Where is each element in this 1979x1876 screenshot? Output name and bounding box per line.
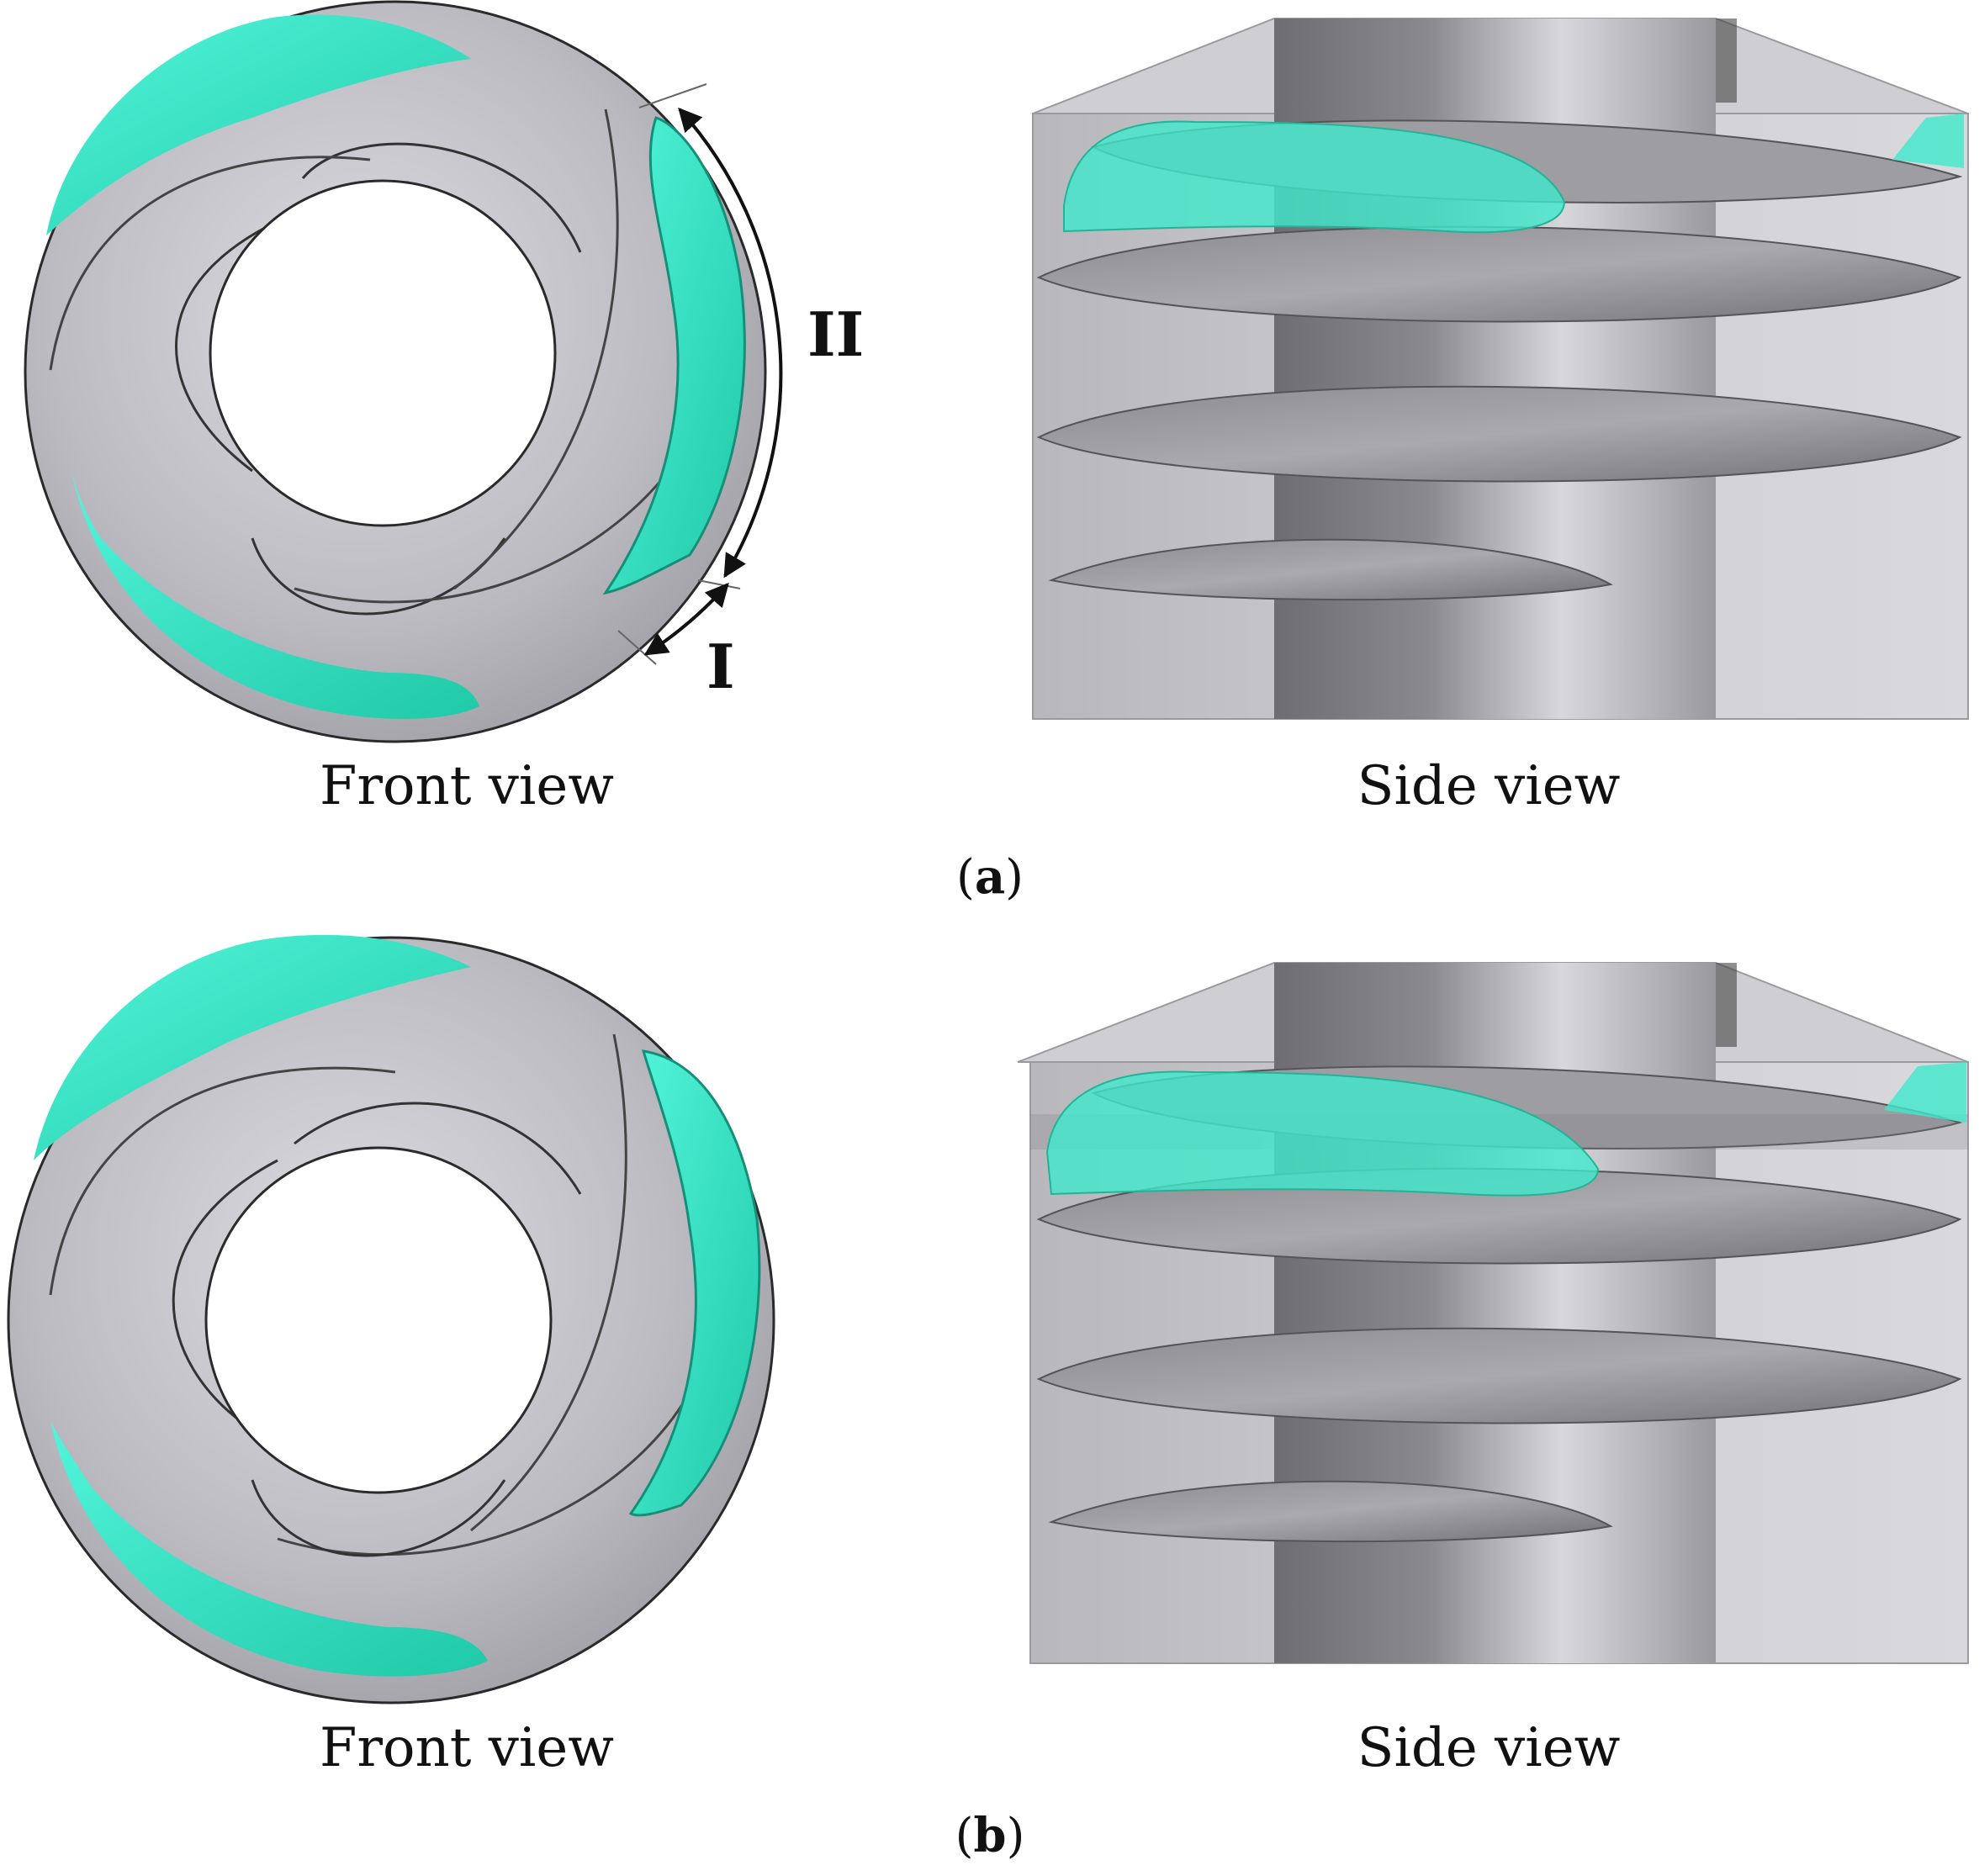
panel-b-caption-close: )	[1006, 1809, 1025, 1863]
panel-a-side-view-label: Side view	[1357, 755, 1621, 817]
panel-b-caption: (b)	[955, 1808, 1025, 1863]
helical-blade	[1036, 1327, 1962, 1424]
blade-edge	[172, 1159, 278, 1431]
blade-slot	[1716, 963, 1737, 1047]
hub-hole	[204, 1146, 553, 1494]
extension-line	[697, 579, 741, 589]
panel-a-caption-close: )	[1005, 850, 1024, 905]
panel-b-caption-open: (	[955, 1809, 974, 1863]
panel-a-caption: (a)	[956, 849, 1024, 905]
blade-edge	[294, 1102, 582, 1195]
blade-edge	[453, 108, 619, 590]
extension-line	[638, 83, 707, 108]
panel-a-caption-letter: a	[974, 849, 1006, 905]
panel-a-caption-open: (	[955, 850, 975, 905]
hub-hole	[209, 179, 557, 527]
blade-edge	[49, 156, 371, 371]
blade-edge	[175, 209, 304, 473]
region-I-label: I	[706, 631, 735, 702]
blade-edge	[49, 1066, 396, 1296]
blade-edge	[251, 1479, 506, 1557]
helical-blade	[1048, 538, 1613, 601]
panel-b-side-view-label: Side view	[1357, 1717, 1621, 1779]
blade-edge	[277, 1361, 704, 1556]
cavity-region	[1063, 120, 1566, 234]
panel-b-front-view-label: Front view	[319, 1717, 615, 1779]
helical-blade	[1036, 385, 1962, 483]
cavity-region	[46, 14, 471, 235]
cavity-region	[1884, 1062, 1966, 1123]
region-II-label: II	[807, 299, 865, 370]
extension-line	[617, 630, 657, 665]
panel-b-caption-letter: b	[973, 1808, 1007, 1863]
cavity-region	[71, 471, 479, 719]
panel-b-side-view	[1017, 962, 1969, 1664]
cavity-region	[1892, 114, 1964, 168]
panel-a-front-view	[24, 0, 783, 743]
panel-a-front-view-label: Front view	[319, 755, 615, 817]
blade-slot	[1716, 18, 1737, 103]
panel-b-front-view	[7, 934, 775, 1704]
helical-blade	[1048, 1480, 1613, 1543]
panel-a-side-view	[1032, 18, 1969, 720]
region-II-arc	[678, 107, 783, 579]
cavity-region	[50, 1421, 488, 1677]
blade-edge	[470, 1033, 627, 1532]
cavity-region	[34, 934, 471, 1160]
cavity-region	[628, 1049, 761, 1517]
cavity-region	[1045, 1070, 1600, 1197]
helical-blade	[1036, 225, 1962, 323]
region-I-arc	[643, 582, 729, 656]
